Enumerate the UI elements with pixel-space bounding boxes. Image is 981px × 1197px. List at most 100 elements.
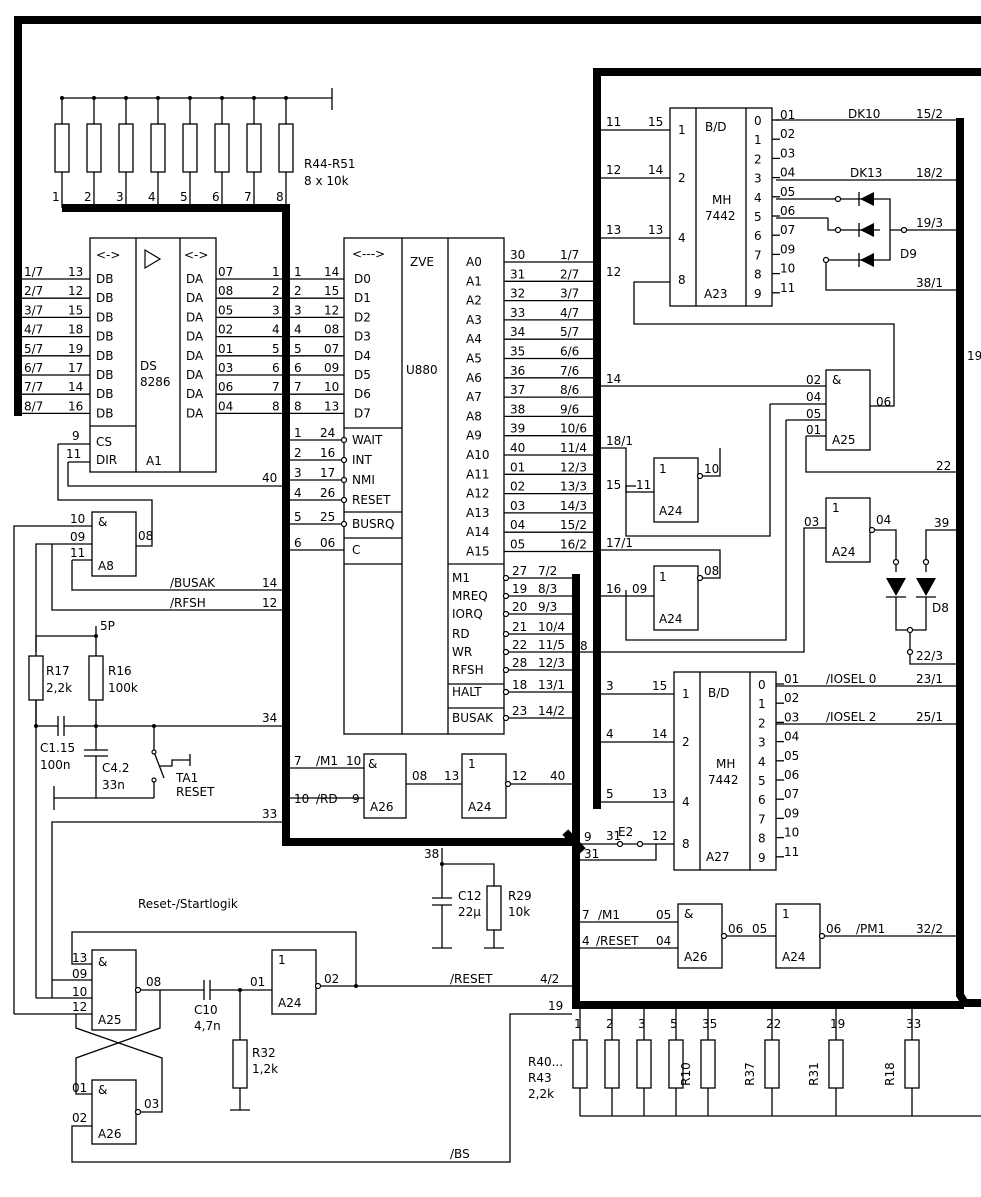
a23-in-pin: 15 (648, 115, 663, 129)
pin33: 33 (262, 807, 277, 821)
a27-out-pin: 07 (784, 787, 799, 801)
cpu-addr-ext: 2/7 (560, 267, 579, 281)
cpu-out-ext: 12/3 (538, 656, 565, 670)
bottom-res-pin: 1 (574, 1017, 582, 1031)
pullup-resistor (246, 123, 262, 173)
a26mid-in1-label: /M1 (316, 754, 338, 768)
rl-a25-in-10: 10 (72, 985, 87, 999)
iosel2-label: /IOSEL 2 (826, 710, 876, 724)
a1-right-pin: 08 (218, 284, 233, 298)
cpu-addr-pin: 35 (510, 345, 525, 359)
pm1-a24-out: 06 (826, 922, 841, 936)
pullup-pin: 5 (180, 190, 188, 204)
cpu-data-label: D0 (354, 272, 371, 286)
pm1-in2-label: /RESET (596, 934, 639, 948)
rl-a25-name: A25 (98, 1013, 121, 1027)
a1-left-label: DB (96, 272, 113, 286)
a27-in-ext: 5 (606, 787, 614, 801)
cpu-addr-pin: 34 (510, 325, 525, 339)
cpu-ctrl-ext: 1 (294, 426, 302, 440)
a27-out-label: 6 (758, 793, 766, 807)
a27-in-label: 1 (682, 687, 690, 701)
a27-out-label: 2 (758, 716, 766, 730)
a24b-ext2: 16 (606, 582, 621, 596)
a1-right-label: DA (186, 387, 204, 401)
d9-pin: 19/3 (916, 216, 943, 230)
a1-right-ext: 4 (272, 323, 280, 337)
a25-out: 06 (876, 395, 891, 409)
cpu-data-ext: 3 (294, 303, 302, 317)
bottom-res-name: R31 (807, 1062, 821, 1086)
a27-out-label: 0 (758, 678, 766, 692)
cpu-data-pin: 15 (324, 284, 339, 298)
cpu-out-pin: 20 (512, 600, 527, 614)
cpu-addr-label: A8 (466, 409, 482, 423)
pin34: 34 (262, 711, 277, 725)
reset-logic-title: Reset-/Startlogik (138, 897, 238, 911)
a1-right-label: DA (186, 272, 204, 286)
a24b-in: 09 (632, 582, 647, 596)
cpu-ctrl-pin: 26 (320, 486, 335, 500)
cpu-data-pin: 13 (324, 399, 339, 413)
a1-left-pin: 13 (68, 265, 83, 279)
a27-in-ext: 3 (606, 679, 614, 693)
a1-right-ext: 7 (272, 380, 280, 394)
a23-out-label: 5 (754, 210, 762, 224)
c42-value: 33n (102, 778, 125, 792)
a1-right-pin: 05 (218, 303, 233, 317)
cpu-addr-ext: 3/7 (560, 287, 579, 301)
a23-in-label: 2 (678, 171, 686, 185)
a23-out-label: 7 (754, 248, 762, 262)
a1-right-ext: 5 (272, 342, 280, 356)
cpu-ctrl-pin: 16 (320, 446, 335, 460)
a26mid-in2-pin: 10 (294, 792, 309, 806)
cpu-addr-pin: 40 (510, 441, 525, 455)
a1-left-pin: 14 (68, 380, 83, 394)
cpu-data-pin: 10 (324, 380, 339, 394)
a27-out-pin: 06 (784, 768, 799, 782)
cpu-addr-label: A14 (466, 525, 489, 539)
pullup-resistor (214, 123, 230, 173)
rl-a26-out: 03 (144, 1097, 159, 1111)
a23-out-label: 8 (754, 268, 762, 282)
a27-out-label: 5 (758, 774, 766, 788)
cpu-addr-pin: 32 (510, 287, 525, 301)
a27-in-pin: 12 (652, 829, 667, 843)
dk13-pin: 18/2 (916, 166, 943, 180)
pullup-pin: 7 (244, 190, 252, 204)
rl-a26-name: A26 (98, 1127, 121, 1141)
a1-cs-pin: 9 (72, 429, 80, 443)
pullup-pin: 8 (276, 190, 284, 204)
a1-left-pin: 17 (68, 361, 83, 375)
a25-pin22: 22 (936, 459, 951, 473)
a23-out-label: 9 (754, 287, 762, 301)
a23-in-pin: 13 (648, 223, 663, 237)
cpu-addr-ext: 4/7 (560, 306, 579, 320)
a27-out-pin: 02 (784, 691, 799, 705)
a27-in-pin: 15 (652, 679, 667, 693)
cpu-data-ext: 2 (294, 284, 302, 298)
a24a-ext: 18/1 (606, 434, 633, 448)
cpu-addr-ext: 14/3 (560, 499, 587, 513)
cpu-data-ext: 7 (294, 380, 302, 394)
pulldown-resistor (828, 1039, 844, 1089)
r29-label: R29 (508, 889, 532, 903)
c12-label: C12 (458, 889, 482, 903)
iosel0-pin: 23/1 (916, 672, 943, 686)
a24a-out: 10 (704, 462, 719, 476)
a1-cs: CS (96, 435, 112, 449)
cpu-addr-pin: 37 (510, 383, 525, 397)
rl-a25-out: 08 (146, 975, 161, 989)
a27-out-pin: 01 (784, 672, 799, 686)
cpu-title: ZVE (410, 255, 434, 269)
pm1-a26-out: 06 (728, 922, 743, 936)
cpu-out-pin: 18 (512, 678, 527, 692)
a27-in-label: 2 (682, 735, 690, 749)
cpu-addr-label: A5 (466, 352, 482, 366)
a23-out-label: 4 (754, 191, 762, 205)
cpu-out-label: RFSH (452, 663, 484, 677)
rl-a26-in-02: 02 (72, 1111, 87, 1125)
a25-in-01: 01 (806, 423, 821, 437)
cpu-addr-ext: 11/4 (560, 441, 587, 455)
